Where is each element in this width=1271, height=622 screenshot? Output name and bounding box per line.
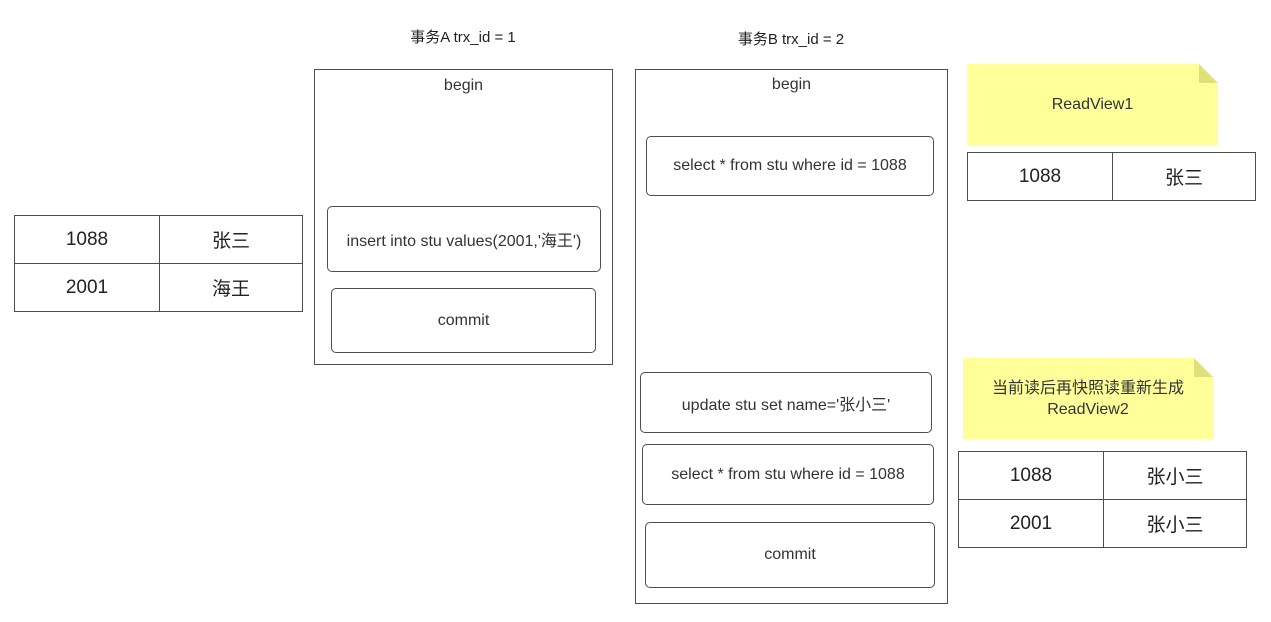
table-row: 2001 张小三: [958, 499, 1247, 548]
table-row: 1088 张三: [14, 215, 303, 264]
transaction-b-commit-step: commit: [645, 522, 935, 588]
row-name-cell: 张三: [159, 215, 303, 264]
table-row: 1088 张小三: [958, 451, 1247, 500]
readview2-line1: 当前读后再快照读重新生成: [991, 379, 1184, 397]
left-data-table: 1088 张三 2001 海王: [14, 215, 303, 312]
row-name-cell: 海王: [159, 263, 303, 312]
row-name-cell: 张小三: [1103, 451, 1247, 500]
table-row: 1088 张三: [967, 152, 1256, 201]
row-id-cell: 1088: [14, 215, 160, 264]
readview1-note: ReadView1: [967, 64, 1218, 145]
readview1-table: 1088 张三: [967, 152, 1256, 201]
row-id-cell: 2001: [14, 263, 160, 312]
transaction-a-insert-step: insert into stu values(2001,'海王'): [327, 206, 601, 272]
transaction-b-select-step-2: select * from stu where id = 1088: [642, 444, 934, 505]
readview1-label: ReadView1: [1051, 96, 1134, 113]
readview2-table: 1088 张小三 2001 张小三: [958, 451, 1247, 548]
transaction-b-update-step: update stu set name='张小三': [640, 372, 932, 433]
transaction-b-begin: begin: [771, 76, 812, 93]
readview2-line2: ReadView2: [1047, 400, 1129, 418]
transaction-a-commit-step: commit: [331, 288, 596, 353]
note-fold-corner: [1194, 358, 1213, 377]
note-fold-corner: [1199, 64, 1218, 83]
transaction-a-title: 事务A trx_id = 1: [410, 29, 516, 46]
row-name-cell: 张三: [1112, 152, 1256, 201]
row-id-cell: 1088: [958, 451, 1104, 500]
transaction-b-title: 事务B trx_id = 2: [737, 31, 845, 48]
readview2-note: 当前读后再快照读重新生成 ReadView2: [963, 358, 1213, 439]
row-id-cell: 1088: [967, 152, 1113, 201]
table-row: 2001 海王: [14, 263, 303, 312]
transaction-a-begin: begin: [443, 77, 484, 94]
row-name-cell: 张小三: [1103, 499, 1247, 548]
row-id-cell: 2001: [958, 499, 1104, 548]
transaction-b-select-step-1: select * from stu where id = 1088: [646, 136, 934, 196]
